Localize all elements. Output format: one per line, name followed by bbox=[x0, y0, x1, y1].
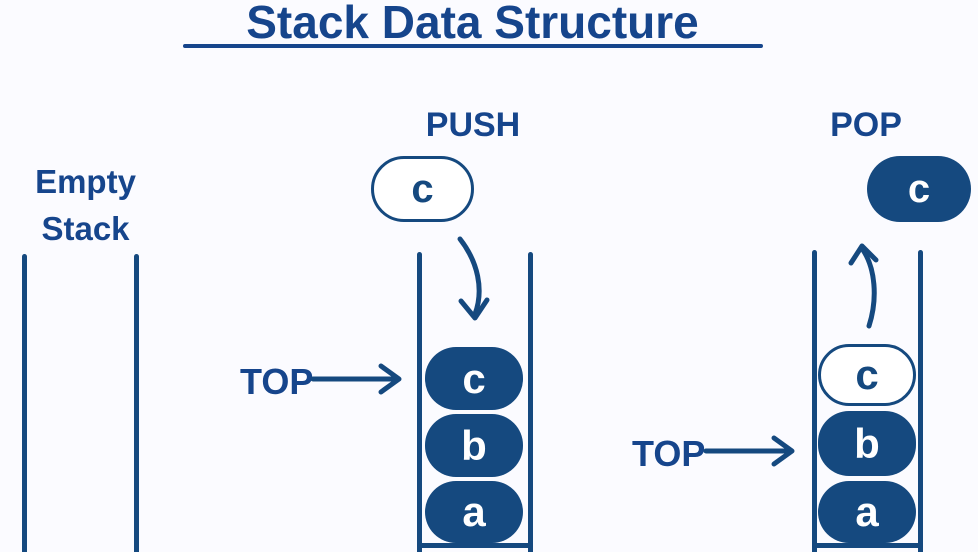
push-stack-item-a-value: a bbox=[462, 488, 486, 535]
empty-stack-label-line1: Empty bbox=[35, 163, 136, 200]
pop-operation-label: POP bbox=[830, 106, 902, 144]
push-down-arrow-icon bbox=[457, 236, 490, 321]
push-operation-label: PUSH bbox=[425, 106, 521, 144]
push-stack-item-b: b bbox=[425, 414, 523, 477]
push-stack-item-b-value: b bbox=[461, 421, 487, 469]
push-incoming-item: c bbox=[371, 156, 474, 222]
pop-top-pointer-label: TOP bbox=[632, 433, 706, 474]
push-stack-item-a: a bbox=[425, 481, 523, 543]
push-stack-left-wall bbox=[417, 252, 422, 552]
push-top-pointer-label: TOP bbox=[240, 361, 314, 402]
push-incoming-item-value: c bbox=[411, 166, 434, 211]
pop-stack-bottom bbox=[812, 543, 923, 548]
push-stack-right-wall bbox=[528, 252, 533, 552]
title-underline bbox=[183, 44, 763, 48]
pop-top-arrow-icon bbox=[703, 435, 795, 467]
pop-stack-item-c: c bbox=[818, 344, 916, 406]
pop-up-arrow-icon bbox=[848, 243, 879, 329]
push-stack-bottom bbox=[417, 543, 533, 548]
push-stack-item-c-value: c bbox=[462, 354, 486, 402]
page-title: Stack Data Structure bbox=[246, 0, 699, 48]
push-top-arrow-icon bbox=[310, 363, 402, 395]
pop-stack-right-wall bbox=[918, 250, 923, 552]
pop-stack-item-a-value: a bbox=[855, 488, 879, 535]
empty-stack-label-line2: Stack bbox=[41, 210, 130, 247]
empty-stack-label: Empty Stack bbox=[8, 158, 163, 252]
pop-stack-item-b: b bbox=[818, 411, 916, 476]
pop-stack-item-c-value: c bbox=[855, 351, 879, 398]
push-stack-item-c: c bbox=[425, 347, 523, 410]
pop-popped-item-value: c bbox=[907, 166, 931, 211]
pop-stack-item-b-value: b bbox=[854, 419, 880, 467]
empty-stack-right-wall bbox=[134, 254, 139, 552]
pop-stack-item-a: a bbox=[818, 481, 916, 543]
pop-popped-item: c bbox=[867, 156, 971, 222]
pop-stack-left-wall bbox=[812, 250, 817, 552]
empty-stack-left-wall bbox=[22, 254, 27, 552]
